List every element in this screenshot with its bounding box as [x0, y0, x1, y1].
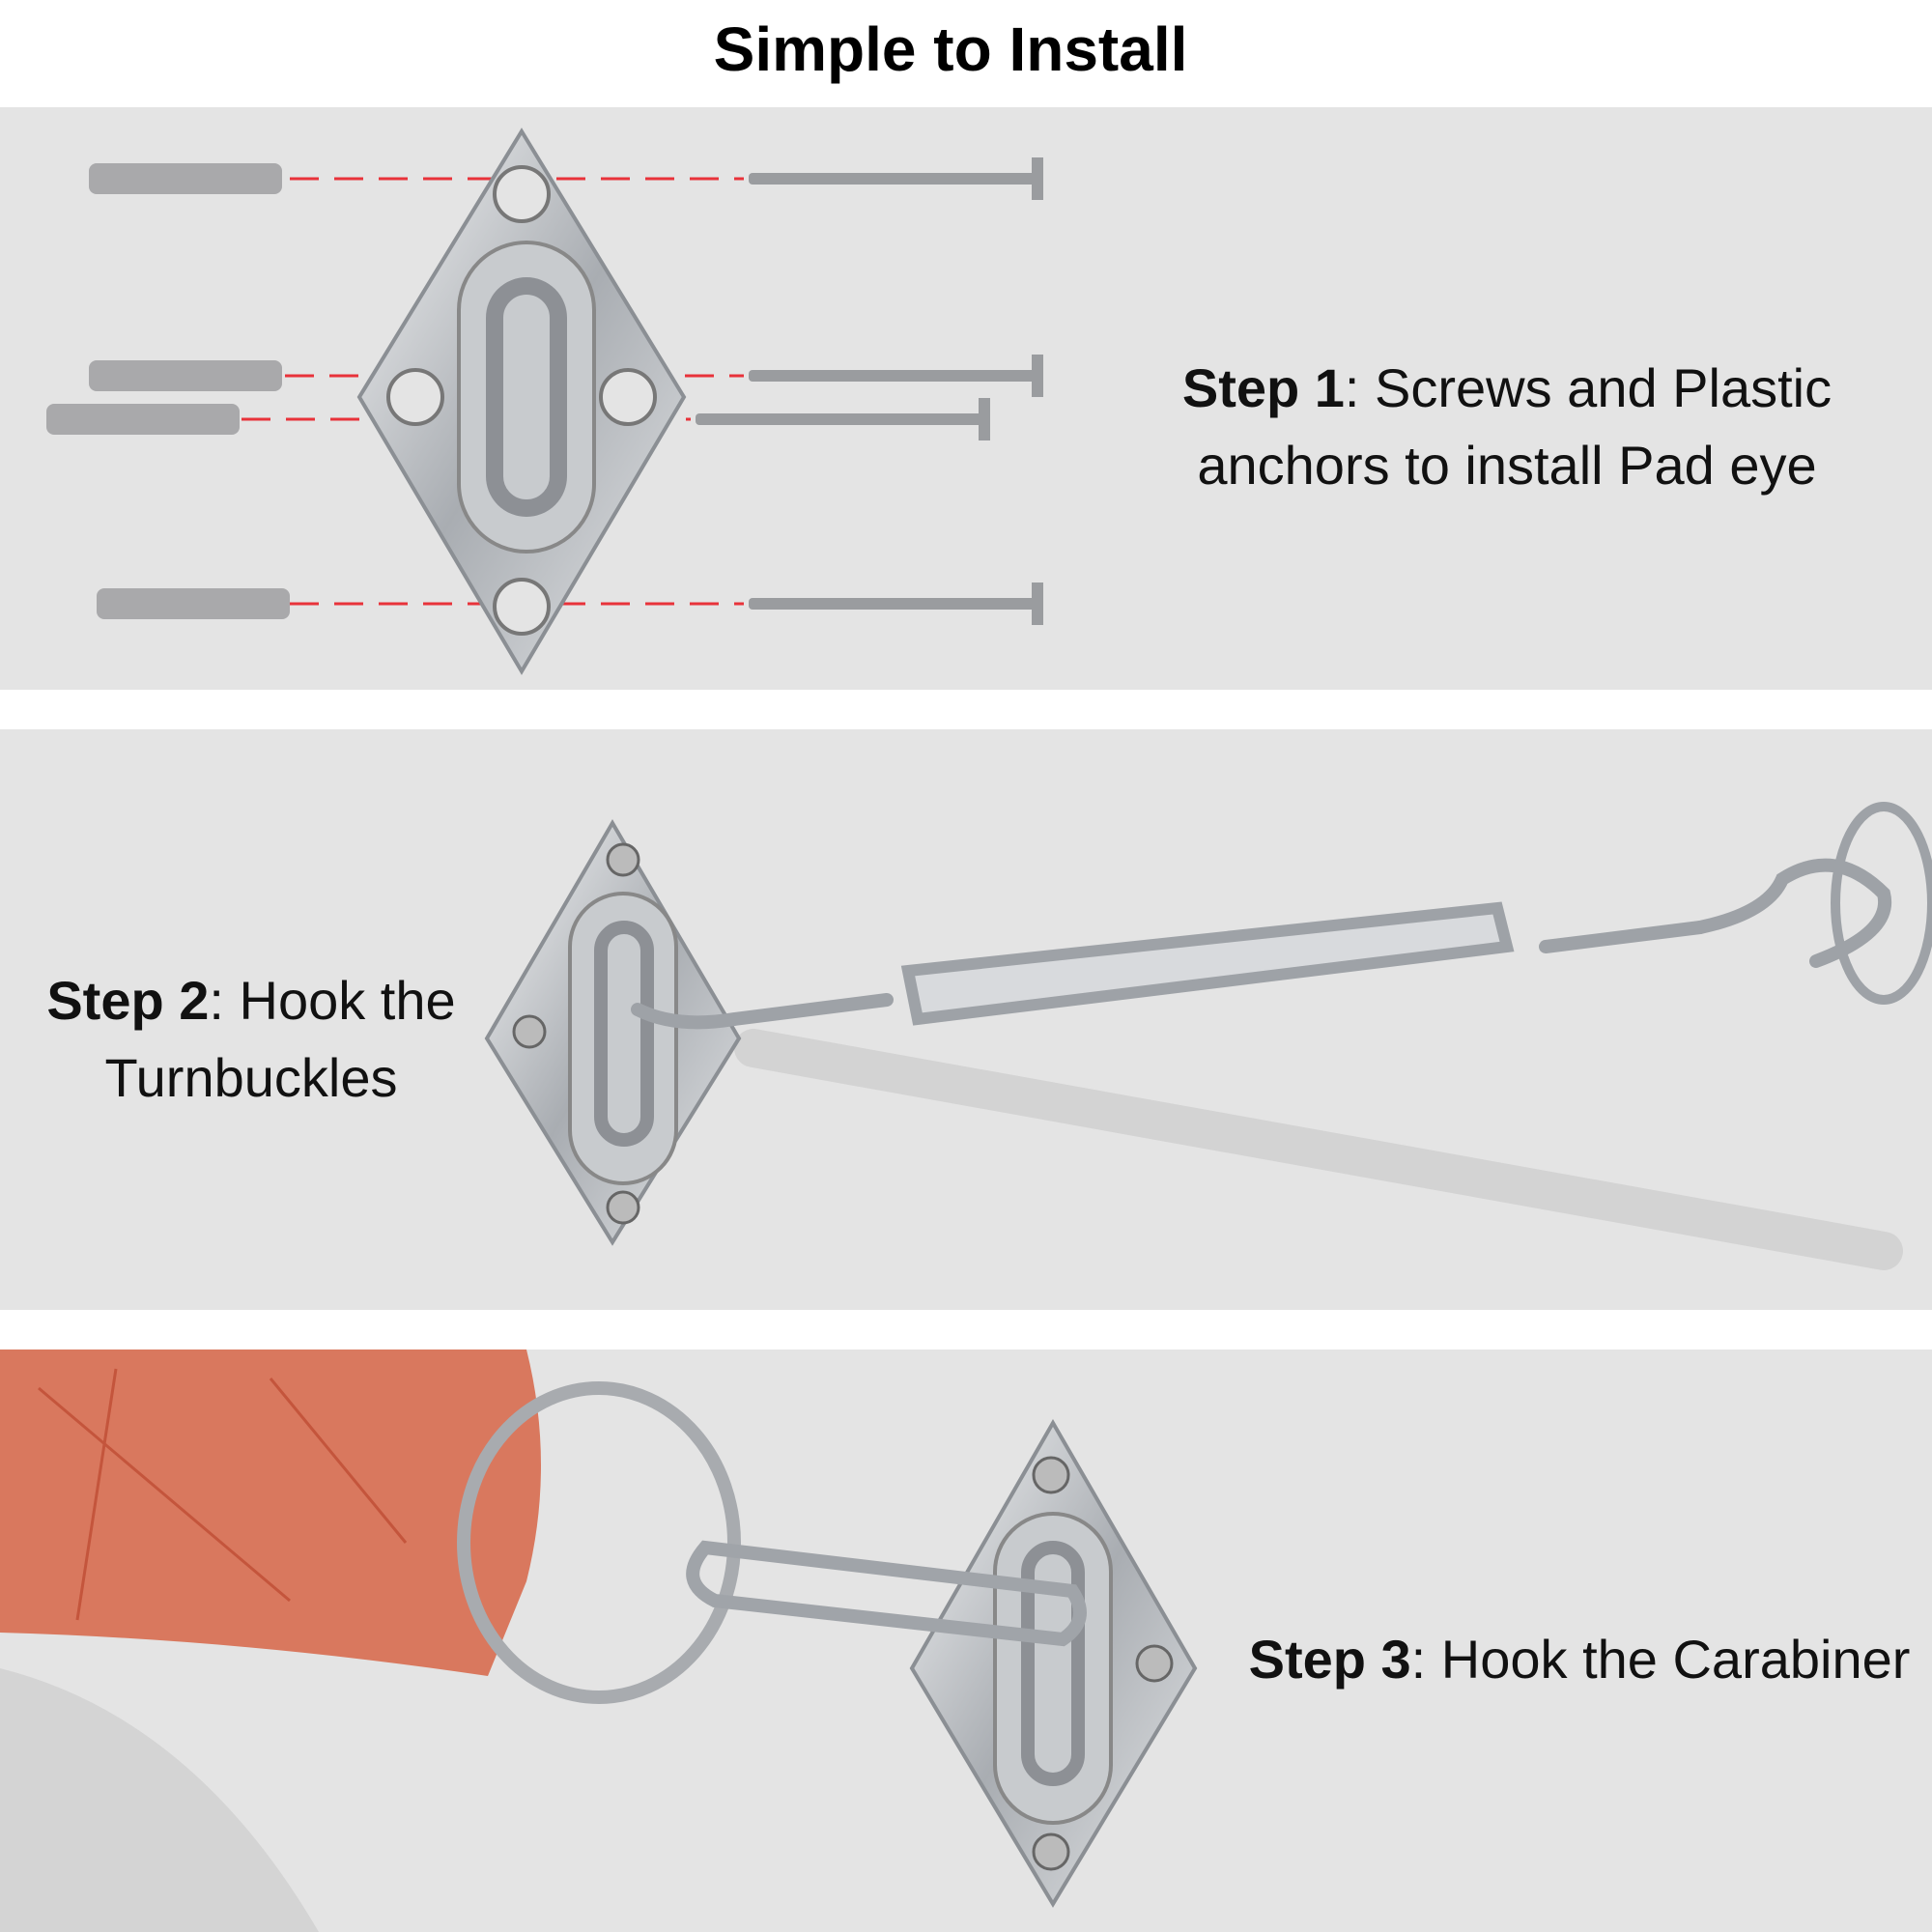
carabiner-illustration	[0, 1350, 1198, 1932]
page-title: Simple to Install	[713, 14, 1188, 84]
step-2-label: Step 2	[46, 970, 210, 1031]
d-ring	[457, 1381, 741, 1704]
pad-eye	[356, 128, 687, 675]
screws	[696, 157, 1043, 625]
plastic-anchors	[46, 163, 290, 619]
pad-eye	[484, 819, 742, 1246]
step-2-line1: : Hook the	[209, 970, 456, 1031]
step-2-line2: Turnbuckles	[104, 1047, 398, 1108]
shadow	[734, 1029, 1903, 1270]
step-3-label: Step 3	[1248, 1629, 1411, 1690]
step-1-label: Step 1	[1181, 357, 1345, 418]
turnbuckle-illustration	[484, 802, 1932, 1270]
step-3-line1: : Hook the Carabiner	[1410, 1629, 1911, 1690]
pad-eye	[909, 1418, 1198, 1908]
carabiner	[686, 1540, 1087, 1647]
turnbuckle	[631, 802, 1932, 1030]
step-3-text: Step 3: Hook the Carabiner	[1236, 1621, 1922, 1698]
step-1-text: Step 1: Screws and Plastic anchors to in…	[1174, 350, 1840, 504]
pad-eye-install-illustration	[46, 128, 1043, 675]
step-1-panel: Step 1: Screws and Plastic anchors to in…	[0, 107, 1932, 690]
step-3-panel: Step 3: Hook the Carabiner	[0, 1350, 1932, 1932]
shade-sail-fabric	[0, 1350, 541, 1676]
step-2-panel: Step 2: Hook the Turnbuckles	[0, 729, 1932, 1310]
step-1-line1: : Screws and Plastic	[1344, 357, 1833, 418]
step-2-text: Step 2: Hook the Turnbuckles	[29, 962, 473, 1117]
step-1-line2: anchors to install Pad eye	[1197, 435, 1817, 496]
